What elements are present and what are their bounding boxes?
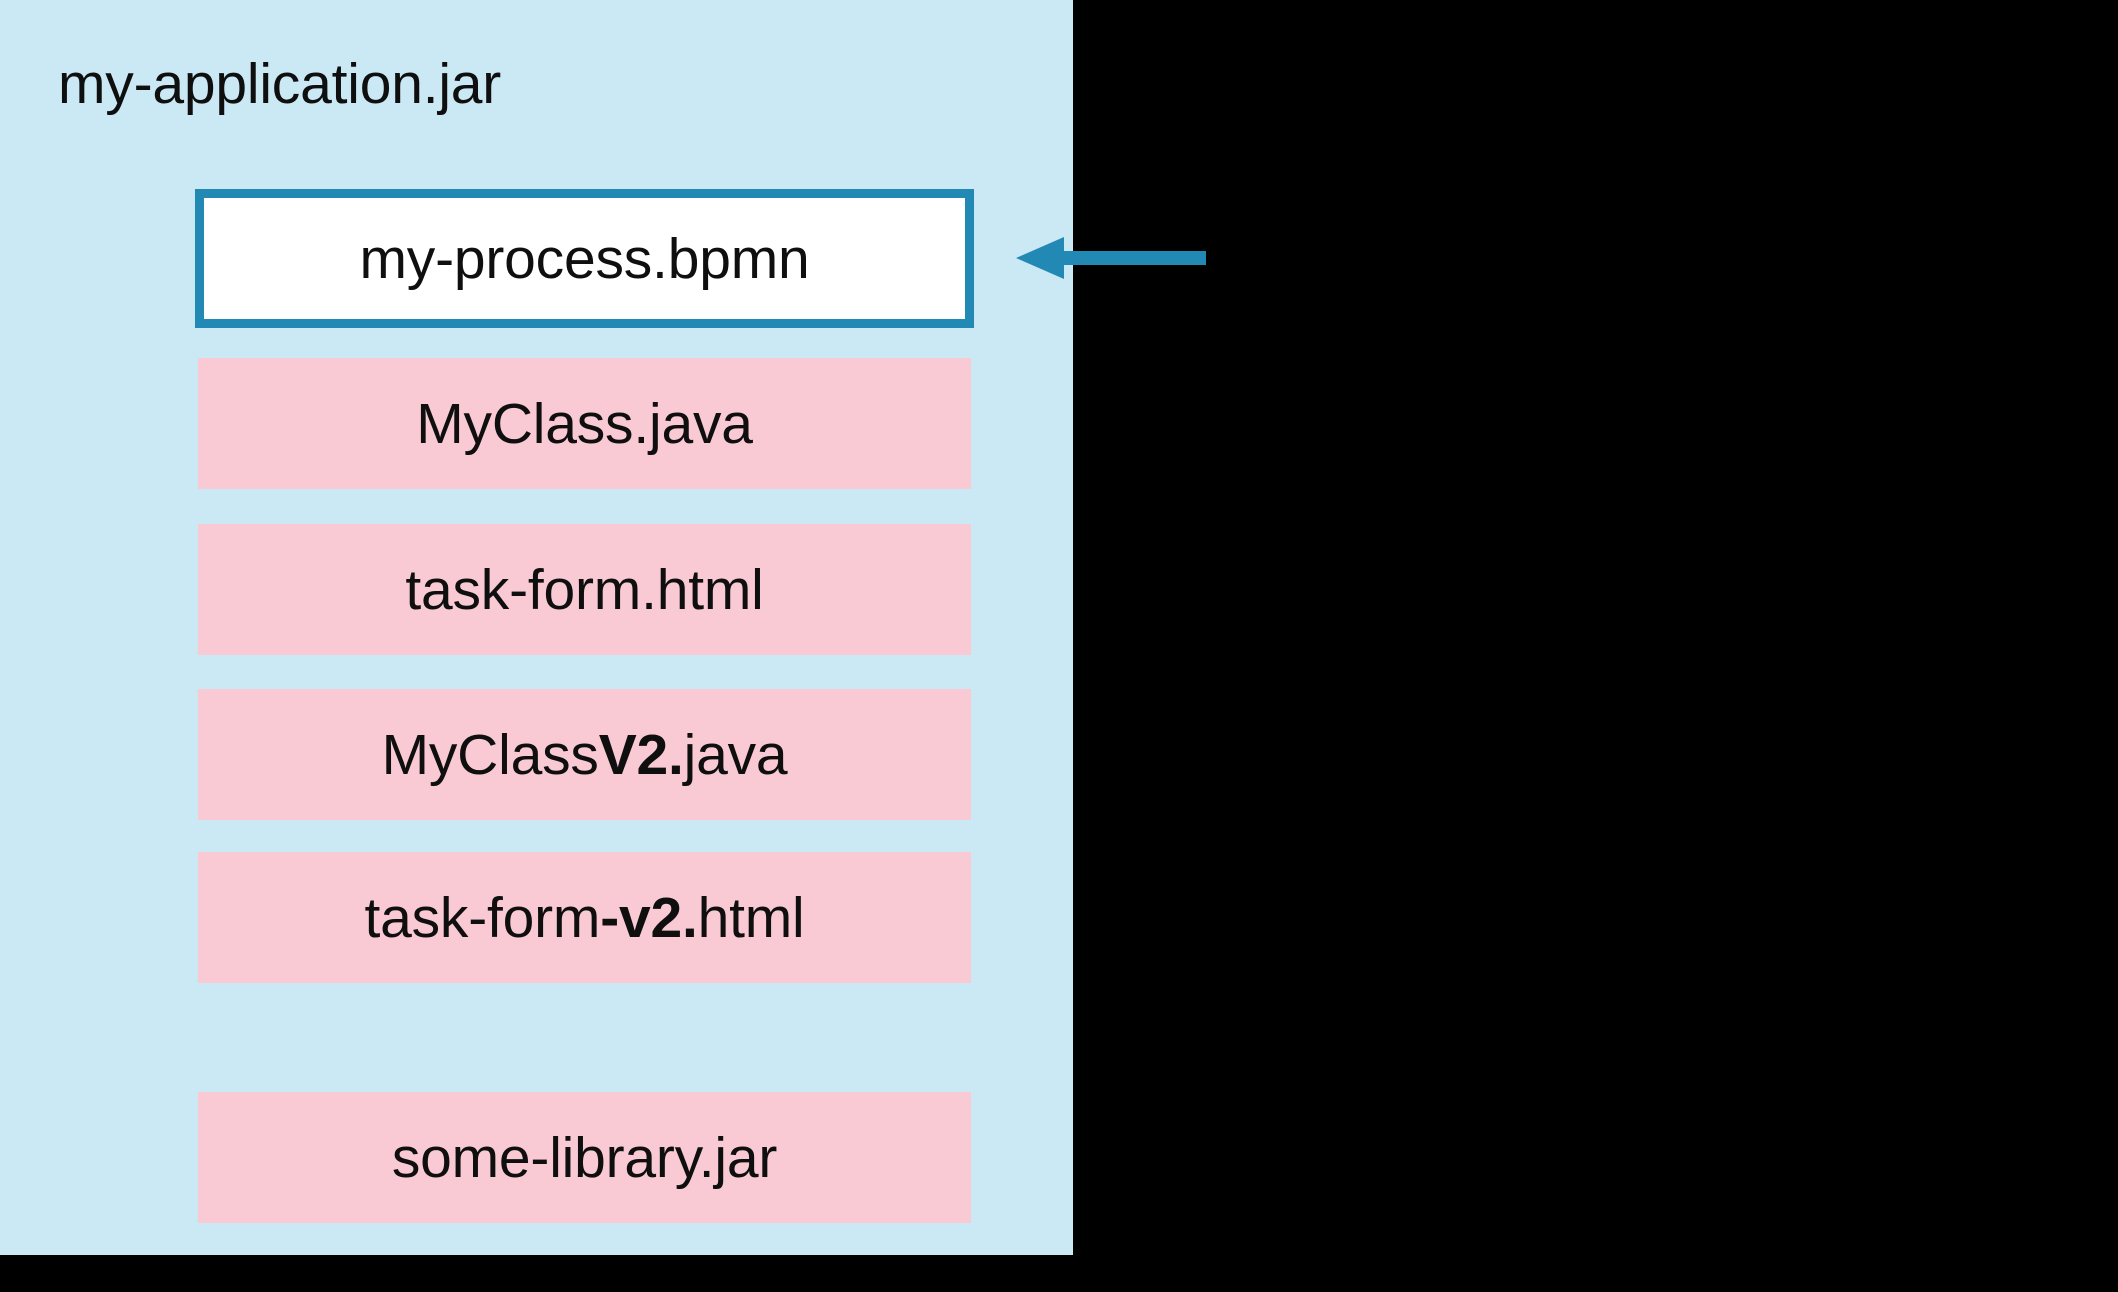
file-entry-myclassv2-java[interactable]: MyClassV2.java [198, 689, 971, 820]
file-entry-my-process-bpmn[interactable]: my-process.bpmn [195, 189, 974, 328]
file-entry-some-library-jar[interactable]: some-library.jar [198, 1092, 971, 1223]
file-entry-task-form-html[interactable]: task-form.html [198, 524, 971, 655]
file-entry-myclass-java[interactable]: MyClass.java [198, 358, 971, 489]
file-entry-label: some-library.jar [391, 1125, 778, 1190]
file-entry-label: MyClassV2.java [381, 722, 788, 787]
file-entry-label: my-process.bpmn [359, 226, 810, 291]
left-arrow-icon [1016, 237, 1206, 279]
file-entry-label: task-form.html [405, 557, 764, 622]
file-entry-label: MyClass.java [416, 391, 753, 456]
file-entry-task-form-v2-html[interactable]: task-form-v2.html [198, 852, 971, 983]
jar-title: my-application.jar [58, 52, 502, 116]
file-entry-label: task-form-v2.html [364, 885, 805, 950]
